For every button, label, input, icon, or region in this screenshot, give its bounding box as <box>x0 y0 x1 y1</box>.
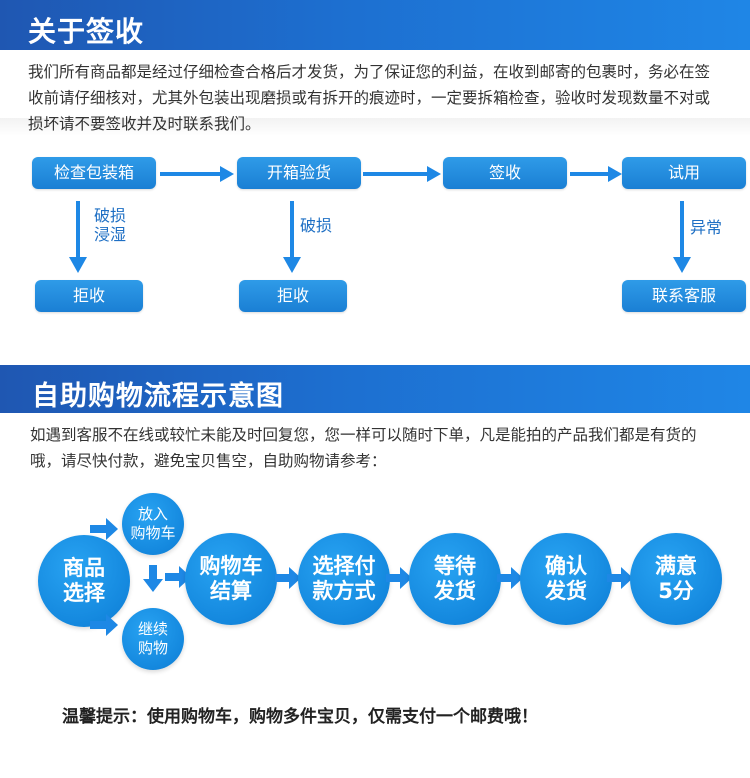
arrow-right-icon <box>497 567 523 589</box>
section-header-self-service: 自助购物流程示意图 <box>0 365 750 413</box>
section-title: 自助购物流程示意图 <box>32 381 284 412</box>
branch-label-2: 破损 <box>300 216 333 235</box>
arrow-right-icon <box>275 567 301 589</box>
result-reject-2: 拒收 <box>239 280 347 312</box>
arrow-right-icon <box>570 166 622 182</box>
step-open-inspect: 开箱验货 <box>237 157 361 189</box>
arrow-right-icon <box>363 166 441 182</box>
arrow-right-icon <box>90 518 118 540</box>
step-confirm-shipping: 确认发货 <box>520 533 612 625</box>
result-reject-1: 拒收 <box>35 280 143 312</box>
signing-notice-text: 我们所有商品都是经过仔细检查合格后才发货，为了保证您的利益，在收到邮寄的包裹时，… <box>28 63 711 133</box>
arrow-down-icon <box>143 565 163 592</box>
self-service-notice-text: 如遇到客服不在线或较忙未能及时回复您，您一样可以随时下单，凡是能拍的产品我们都是… <box>30 426 697 470</box>
step-cart-checkout: 购物车结算 <box>185 533 277 625</box>
arrow-down-icon <box>673 201 691 273</box>
warm-tip: 温馨提示：使用购物车，购物多件宝贝，仅需支付一个邮费哦！ <box>62 707 538 727</box>
step-trial: 试用 <box>622 157 746 189</box>
arrow-right-icon <box>386 567 412 589</box>
step-sign: 签收 <box>443 157 567 189</box>
step-choose-payment: 选择付款方式 <box>298 533 390 625</box>
divider <box>0 118 750 136</box>
result-contact-service: 联系客服 <box>622 280 746 312</box>
section-title: 关于签收 <box>28 15 145 48</box>
option-continue-shopping: 继续购物 <box>122 608 184 670</box>
step-check-package: 检查包装箱 <box>32 157 156 189</box>
step-select-product: 商品选择 <box>38 535 130 627</box>
arrow-right-icon <box>90 614 118 636</box>
branch-label-3: 异常 <box>690 218 723 237</box>
arrow-right-icon <box>607 567 633 589</box>
section-header-signing: 关于签收 <box>0 0 750 50</box>
option-add-to-cart: 放入购物车 <box>122 493 184 555</box>
arrow-down-icon <box>283 201 301 273</box>
branch-label-1: 破损 浸湿 <box>94 206 127 244</box>
arrow-right-icon <box>160 166 234 182</box>
arrow-down-icon <box>69 201 87 273</box>
step-wait-shipping: 等待发货 <box>409 533 501 625</box>
